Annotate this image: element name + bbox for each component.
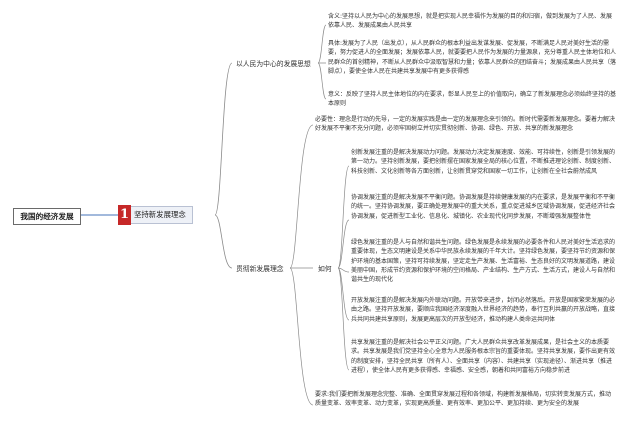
root-node: 我国的经济发展 xyxy=(13,208,81,225)
how-item-openness: 开放发展注重的是解决发展内外联动问题。开放带来进步，封闭必然落后。开放是国家繁荣… xyxy=(351,297,616,323)
connector-main-concept xyxy=(214,214,233,269)
how-item-green: 绿色发展注重的是人与自然和谐共生问题。绿色发展是永续发展的必要条件和人民对美好生… xyxy=(351,239,616,284)
root-label: 我国的经济发展 xyxy=(20,212,74,221)
how-item-sharing: 共享发展注重的是解决社会公平正义问题。广大人民群众共享改革发展成果，是社会主义的… xyxy=(351,339,616,374)
branch-people-label: 以人民为中心的发展思想 xyxy=(236,60,311,68)
how-item-innovation: 创新发展注重的是解决发展动力问题。发展动力决定发展速度、效能、可持续性，创新是引… xyxy=(351,149,616,175)
connector-how-items xyxy=(337,165,350,371)
main-topic-label: 坚持新发展理念 xyxy=(131,206,193,224)
connector-main-people xyxy=(214,62,233,216)
connector-concept-items xyxy=(289,124,314,406)
connector-people-items xyxy=(317,24,327,100)
people-item-detail: 具体:发展为了人民（出发点），从人民群众的根本利益出发谋发展、促发展，不断满足人… xyxy=(328,40,617,75)
topic-number-badge: 1 xyxy=(118,205,131,225)
people-item-significance: 意义：反映了坚持人民主体地位的内在要求，彰显人民至上的价值取向，确立了新发展理念… xyxy=(328,91,617,108)
people-item-meaning: 含义:坚持以人民为中心的发展思想，就是把实现人民幸福作为发展的目的和归宿，做到发… xyxy=(328,13,613,30)
how-label: 如何 xyxy=(318,265,332,273)
main-topic-node: 1 坚持新发展理念 xyxy=(118,205,193,225)
branch-concept-label: 贯彻新发展理念 xyxy=(236,265,284,273)
concept-necessity: 必要性：理念是行动的先导，一定的发展实践是由一定的发展理念来引领的。新时代需要新… xyxy=(315,116,616,133)
concept-requirement: 要求:我们要把新发展理念完整、准确、全面贯穿发展过程和各领域，构建新发展格局，切… xyxy=(315,391,612,408)
how-item-coordination: 协调发展注重的是解决发展不平衡问题。协调发展是持续健康发展的内在要求，是发展平衡… xyxy=(351,194,616,220)
